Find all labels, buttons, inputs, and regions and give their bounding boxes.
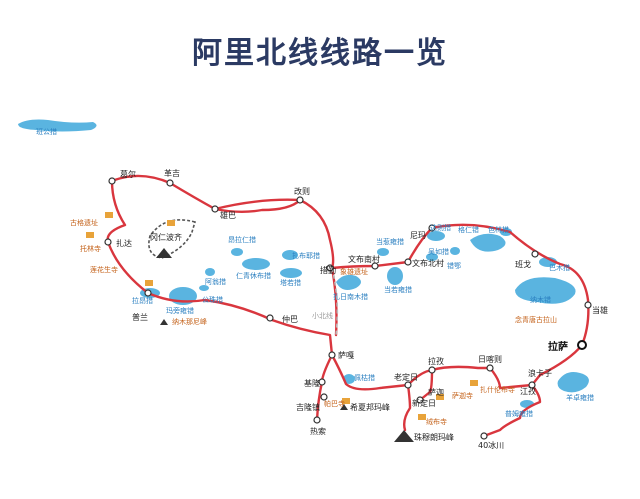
label-yacuo: 吴如措 <box>428 247 449 256</box>
label-yamdrok: 羊卓雍措 <box>566 393 594 402</box>
label-rebu: 热索 <box>310 426 326 436</box>
lake-dangreyong <box>387 267 403 285</box>
label-pagba: 帕巴寺 <box>324 399 345 408</box>
label-naimu: 纳木那尼峰 <box>172 317 207 326</box>
monument-icons <box>86 212 478 420</box>
label-xiancuo: 错鄂 <box>447 261 461 270</box>
lake-bangong <box>18 119 97 132</box>
label-gongzhu: 公珠措 <box>202 295 223 304</box>
label-sakya: 萨迦 <box>428 387 444 397</box>
label-manasa: 玛旁雍错 <box>166 306 194 315</box>
label-wenbubei: 文布北村 <box>412 258 444 268</box>
label-dingri: 新定日 <box>412 398 436 408</box>
label-sakyasi: 萨迦寺 <box>452 391 473 400</box>
naimu-icon <box>160 319 168 325</box>
label-gangrenboqi: 冈仁波齐 <box>150 232 182 242</box>
label-tuolin: 托林寺 <box>80 244 101 253</box>
label-dangxiong: 当雄 <box>592 305 608 315</box>
label-wenbunan: 文布南村 <box>348 254 380 264</box>
lake-shuanghu <box>427 231 445 241</box>
lake-gongrenla <box>231 248 243 256</box>
label-purang: 普兰 <box>132 312 148 322</box>
label-lazi: 拉孜 <box>428 356 444 366</box>
page-title: 阿里北线线路一览 <box>192 36 448 71</box>
lake-zhabuye <box>282 250 298 260</box>
label-lianhua: 莲花生寺 <box>90 265 118 274</box>
label-xixiabangma: 希夏邦玛峰 <box>350 402 390 412</box>
label-gongrenla: 昂拉仁措 <box>228 235 256 244</box>
label-langkazi: 浪卡子 <box>528 368 552 378</box>
label-bingchuan: 40冰川 <box>478 440 504 450</box>
label-lalang: 拉昂措 <box>132 296 153 305</box>
lake-tarou <box>280 268 302 278</box>
label-nyq: 念青唐古拉山 <box>515 315 557 324</box>
label-jiangzi: 江孜 <box>520 386 536 396</box>
kailash-mountain-icon <box>156 248 172 258</box>
label-lhasa: 拉萨 <box>548 340 568 353</box>
everest-mountain-icon <box>394 430 414 442</box>
label-bangong: 班公措 <box>36 127 57 136</box>
lake-namco <box>515 277 576 304</box>
lhasa-node <box>577 340 587 350</box>
lake-yacuo <box>426 253 438 261</box>
lake-lulin <box>377 248 389 256</box>
lake-xiancuo <box>450 247 460 255</box>
lake-gongzhu <box>199 285 209 291</box>
label-dazecuo: 色林措 <box>488 225 509 234</box>
lake-ala <box>205 268 215 276</box>
label-lulin: 当惹雍措 <box>376 237 404 246</box>
lake-renqing <box>242 258 270 270</box>
label-rongbu: 绒布寺 <box>426 417 447 426</box>
label-rikaze: 日喀则 <box>478 354 502 364</box>
label-pumayongcuo: 普姆雍措 <box>505 409 533 418</box>
lake-zharinan <box>336 274 361 290</box>
label-namco: 纳木错 <box>530 295 551 304</box>
label-jilongzhen: 吉隆镇 <box>296 402 320 412</box>
label-xiaobeixian: 小北线 <box>312 311 333 320</box>
label-guge: 古格遗址 <box>70 218 98 227</box>
label-bangge: 班戈 <box>515 259 531 269</box>
label-xiongba: 雄巴 <box>220 210 236 220</box>
label-peiku: 佩枯措 <box>354 373 375 382</box>
label-ger: 葛尔 <box>120 169 136 179</box>
label-geji2: 格仁错 <box>458 225 479 234</box>
label-xiangxiongdq: 象雄遗址 <box>340 267 368 276</box>
label-gaize: 改则 <box>294 186 310 196</box>
label-nima: 尼玛 <box>410 231 426 240</box>
town-nodes <box>104 177 592 440</box>
lake-yamdrok <box>557 372 589 393</box>
xixiabangma-icon <box>340 404 348 410</box>
label-zhabuye: 扎布耶措 <box>292 251 320 260</box>
label-renqing: 仁青休布措 <box>236 271 271 280</box>
label-dangreyong: 当若雍措 <box>384 285 412 294</box>
label-shuanghu: 达则措 <box>430 223 451 232</box>
lake-selin <box>470 233 506 252</box>
label-ala: 阿翁措 <box>205 277 226 286</box>
label-cuoqin: 措勤 <box>320 265 336 275</box>
label-zharinan: 扎日南木措 <box>333 292 368 301</box>
label-everest: 珠穆朗玛峰 <box>414 432 454 442</box>
label-zhada: 扎达 <box>116 238 132 248</box>
route-lines <box>106 174 590 438</box>
label-jilong: 基隆 <box>304 378 320 388</box>
label-bamu: 巴木措 <box>549 263 570 272</box>
label-laozi: 老定日 <box>394 372 418 382</box>
label-tarou: 塔若措 <box>280 278 301 287</box>
label-saga: 萨嘎 <box>338 350 354 360</box>
label-zhashilunbu: 扎什伦布寺 <box>480 385 515 394</box>
label-zhongba: 仲巴 <box>282 314 298 324</box>
lakes <box>18 119 589 408</box>
label-geji: 革吉 <box>164 168 180 178</box>
